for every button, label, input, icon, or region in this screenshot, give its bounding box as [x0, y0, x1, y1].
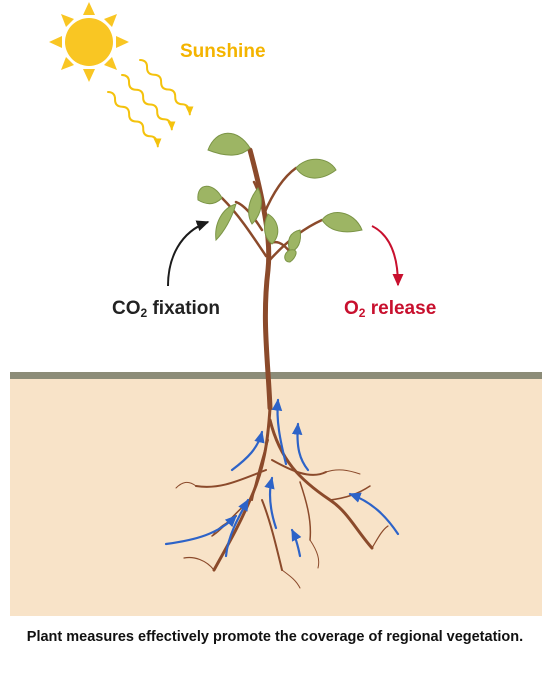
soil — [10, 376, 542, 616]
water-flow-arrow-icon — [164, 398, 400, 558]
o2-release-arrow — [371, 225, 404, 287]
co2-subscript: 2 — [140, 306, 148, 320]
co2-rest-text: fixation — [147, 298, 221, 319]
sun-ray-icon — [107, 59, 194, 148]
co2-text: CO — [112, 298, 141, 319]
co2-fixation-label: CO2 fixation — [112, 298, 220, 320]
sun-icon — [49, 2, 129, 82]
o2-subscript: 2 — [358, 306, 366, 320]
o2-release-label: O2 release — [344, 298, 436, 320]
plant-icon — [197, 132, 363, 411]
sunshine-label: Sunshine — [180, 41, 266, 62]
figure-caption: Plant measures effectively promote the c… — [26, 629, 524, 645]
co2-fixation-arrow — [167, 220, 210, 287]
o2-text: O — [344, 298, 359, 319]
ground-line — [10, 372, 542, 379]
o2-rest-text: release — [365, 298, 437, 319]
